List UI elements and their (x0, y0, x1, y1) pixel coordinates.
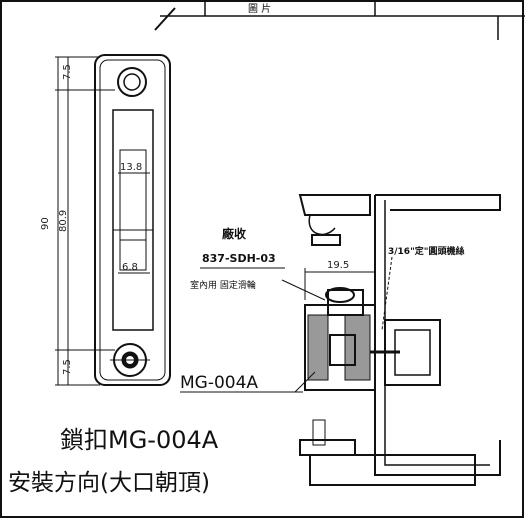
profile-section-view (298, 194, 501, 486)
caption-line-1: 鎖扣MG-004A (60, 426, 219, 454)
part-name-label: 廠收 (222, 226, 246, 241)
top-flange (375, 194, 501, 211)
plate-outline (94, 54, 171, 386)
lock-code-leader (294, 371, 316, 393)
lock-hatch-right (344, 314, 371, 381)
dim-total-height: 90 (40, 217, 51, 230)
header-leader (154, 7, 176, 31)
top-profile (298, 194, 371, 216)
roller-hook (308, 214, 336, 236)
part-leader (281, 279, 326, 301)
dim-inner-width: 13.8 (120, 162, 142, 173)
part-desc-label: 室內用 固定滑輪 (190, 279, 256, 291)
part-code-label: 837-SDH-03 (202, 252, 276, 265)
dim-center-height: 80.9 (58, 210, 69, 232)
slot-outline (112, 109, 154, 331)
dim-inner-small: 6.8 (122, 262, 138, 273)
slot-inner (119, 149, 147, 271)
lock-plate-front-view (94, 54, 171, 386)
lock-code-label: MG-004A (180, 373, 258, 393)
lock-hatch-left (307, 314, 329, 381)
dim-top-margin: 7.5 (62, 64, 73, 80)
caption-line-2: 安裝方向(大口朝頂) (8, 470, 210, 496)
screw-note-label: 3/16"定"圓頭機絲 (388, 245, 464, 257)
lock-screw-head (325, 287, 355, 303)
bottom-stud (312, 419, 326, 446)
bottom-channel (309, 454, 476, 486)
roller-block (311, 234, 341, 246)
keeper-inner (394, 329, 431, 376)
dim-bottom-margin: 7.5 (62, 359, 73, 375)
dim-section-width: 19.5 (327, 260, 349, 271)
rail-left (374, 195, 501, 476)
lock-cap (327, 289, 364, 316)
plate-inner-outline (99, 59, 166, 381)
bottom-track (299, 439, 356, 456)
header-cell-text: 圖 片 (248, 2, 271, 15)
screw-leader (381, 256, 393, 331)
rail-left-inner (384, 200, 490, 466)
top-hole-inner (123, 73, 141, 91)
lock-bolt (329, 334, 356, 366)
top-hole (117, 67, 147, 97)
vertical-dimensions: 7.5 90 80.9 7.5 (40, 56, 115, 386)
lock-body (304, 304, 376, 391)
